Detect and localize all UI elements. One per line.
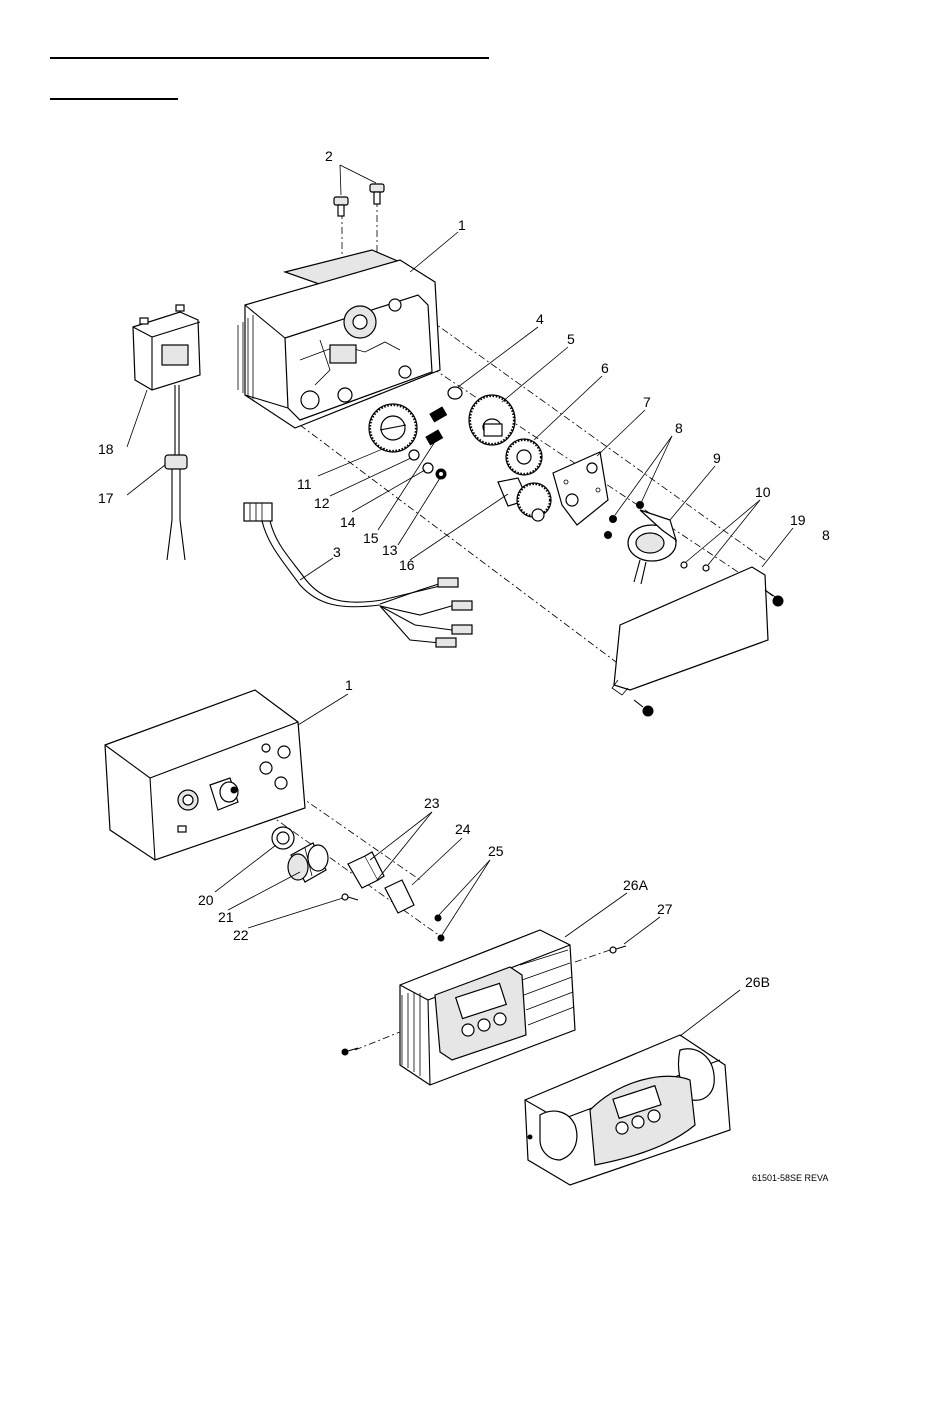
plate-part-7 <box>553 452 608 525</box>
screw-part-8-right <box>765 590 783 606</box>
callout-23: 23 <box>424 795 440 811</box>
screw-part-25b <box>438 935 444 941</box>
screw-part-8b <box>605 532 612 539</box>
callout-18: 18 <box>98 441 114 457</box>
callout-3: 3 <box>333 544 341 560</box>
callout-8-right: 8 <box>822 527 830 543</box>
clip-part-4 <box>448 387 462 399</box>
gear-part-6 <box>506 439 542 475</box>
knob-part-21 <box>288 843 328 882</box>
callout-25: 25 <box>488 843 504 859</box>
cam-part-11 <box>369 404 417 452</box>
callout-16: 16 <box>399 557 415 573</box>
front-cover-part-26B <box>525 1035 730 1185</box>
callout-11: 11 <box>297 476 312 492</box>
callout-19: 19 <box>790 512 806 528</box>
callout-10: 10 <box>755 484 771 500</box>
screw-part-10b <box>703 565 709 571</box>
cover-part-19 <box>612 567 768 695</box>
gear-part-5 <box>469 395 515 445</box>
bracket-part-23 <box>348 852 384 888</box>
motor-part-9 <box>628 510 676 584</box>
callout-27: 27 <box>657 901 673 917</box>
callout-17: 17 <box>98 490 114 506</box>
spring-part-15a <box>430 407 447 422</box>
callout-7: 7 <box>643 394 651 410</box>
screw-part-25a <box>435 915 441 921</box>
power-cord-part-17 <box>165 385 187 560</box>
screw-part-2b <box>370 184 384 204</box>
callout-22: 22 <box>233 927 249 943</box>
callout-15: 15 <box>363 530 379 546</box>
callout-21: 21 <box>218 909 234 925</box>
lower-assembly: 1 23 24 25 20 21 22 26A 27 26B 61501-58S… <box>105 677 828 1185</box>
screw-part-2a <box>334 197 348 216</box>
callout-6: 6 <box>601 360 609 376</box>
wire-harness-part-3 <box>244 503 472 647</box>
callout-20: 20 <box>198 892 214 908</box>
screw-part-8c <box>637 502 644 509</box>
callout-1-lower: 1 <box>345 677 353 693</box>
callout-26A: 26A <box>623 877 649 893</box>
nut-part-13 <box>436 469 446 479</box>
callout-12: 12 <box>314 495 330 511</box>
screw-part-27-left <box>342 1048 358 1055</box>
drawing-number: 61501-58SE REVA <box>752 1173 828 1183</box>
callout-24: 24 <box>455 821 471 837</box>
callout-1-upper: 1 <box>458 217 466 233</box>
callout-13: 13 <box>382 542 398 558</box>
callout-8-upper: 8 <box>675 420 683 436</box>
screw-part-10a <box>681 562 687 568</box>
callout-2: 2 <box>325 148 333 164</box>
callout-26B: 26B <box>745 974 770 990</box>
housing-part-1-back <box>238 250 440 428</box>
transformer-part-18 <box>133 305 200 390</box>
callout-9: 9 <box>713 450 721 466</box>
callout-4: 4 <box>536 311 544 327</box>
plate-part-24 <box>385 880 414 913</box>
screw-part-27 <box>610 946 626 953</box>
screw-part-8a <box>610 516 617 523</box>
screw-part-22 <box>342 894 358 900</box>
screw-part-8-bottom <box>634 700 653 716</box>
front-cover-part-26A <box>400 930 575 1085</box>
callout-5: 5 <box>567 331 575 347</box>
upper-assembly: 2 1 4 5 6 7 8 9 10 19 8 18 17 11 12 14 1… <box>98 148 830 716</box>
ring-part-14 <box>423 463 433 473</box>
gear-part-16 <box>498 478 551 521</box>
callout-14: 14 <box>340 514 356 530</box>
